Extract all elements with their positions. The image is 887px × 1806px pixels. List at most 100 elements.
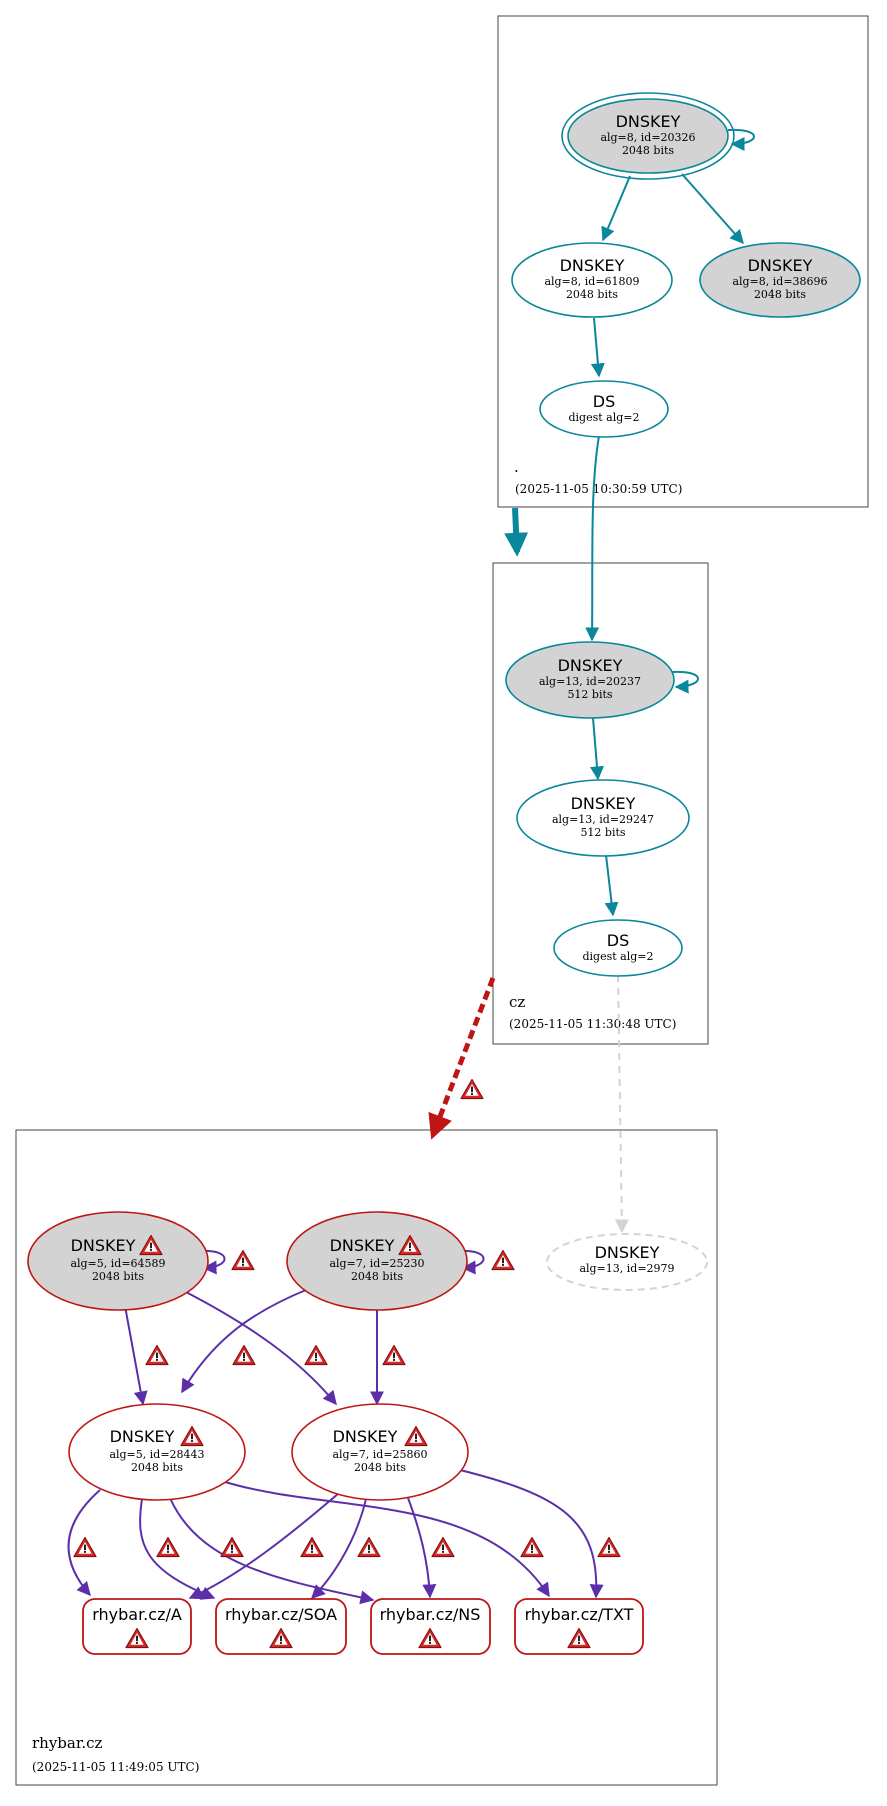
zone-rhybar-box [15,1129,718,1786]
rrset-soa[interactable]: rhybar.cz/SOA [215,1598,347,1655]
node-detail: 2048 bits [354,1461,406,1474]
node-cz-ds[interactable]: DS digest alg=2 [553,919,683,977]
edge-cz-ds-to-rhybar-missing [614,974,629,1234]
node-title: DNSKEY [330,1236,395,1255]
warning-icon [300,1536,324,1558]
warning-icon [304,1344,328,1366]
node-detail: alg=5, id=28443 [109,1448,204,1461]
zone-root: . (2025-11-05 10:30:59 UTC) [497,15,869,508]
rrset-label: rhybar.cz/SOA [225,1605,337,1624]
zone-cz-name: cz [509,993,525,1011]
warning-icon [231,1249,255,1271]
node-rh-z2[interactable]: DNSKEY alg=7, id=25860 2048 bits [291,1403,469,1501]
zone-root-timestamp: (2025-11-05 10:30:59 UTC) [515,482,682,496]
warning-icon [382,1344,406,1366]
node-detail: alg=13, id=2979 [579,1262,674,1275]
node-detail: 2048 bits [351,1270,403,1283]
node-root-ksk[interactable]: DNSKEY alg=8, id=20326 2048 bits [561,92,735,180]
warning-icon [597,1536,621,1558]
edge-rh-z2-to-ns [407,1497,437,1599]
node-detail: alg=8, id=61809 [544,275,639,288]
rrset-a[interactable]: rhybar.cz/A [82,1598,192,1655]
node-detail: 512 bits [580,826,625,839]
rrset-label: rhybar.cz/A [92,1605,182,1624]
zone-rhybar-name: rhybar.cz [32,1734,103,1752]
node-title: DNSKEY [333,1427,398,1446]
warning-icon [431,1536,455,1558]
node-rh-k1[interactable]: DNSKEY alg=5, id=64589 2048 bits [27,1211,209,1311]
edges-cz [428,670,699,1234]
node-detail: 2048 bits [566,288,618,301]
node-title: DNSKEY [616,112,681,131]
warning-icon [220,1536,244,1558]
node-detail: 2048 bits [754,288,806,301]
edge-delegation-cz-to-rhybar [428,977,496,1140]
edge-delegation-root-to-cz [504,507,529,557]
node-title: DNSKEY [558,656,623,675]
node-root-ds[interactable]: DS digest alg=2 [539,380,669,438]
edge-rh-z2-to-a [188,1492,340,1600]
zone-cz: cz (2025-11-05 11:30:48 UTC) [492,562,709,1045]
node-root-zsk[interactable]: DNSKEY alg=8, id=61809 2048 bits [511,242,673,318]
edge-rh-k1-self [199,1249,226,1275]
node-title: DNSKEY [595,1243,660,1262]
edge-rh-z1-to-a [67,1489,101,1597]
edge-rh-k2-self [458,1249,485,1275]
edge-cz-zsk-to-ds [604,854,619,917]
warning-icon [491,1249,515,1271]
edge-root-zsk-to-ds [590,317,605,378]
zone-root-name: . [514,458,519,476]
zone-cz-box [492,562,709,1045]
warning-icon [73,1536,97,1558]
edge-root-ksk-self [727,128,755,151]
edge-root-ds-to-cz-ksk [585,435,600,642]
node-title: DS [607,931,629,950]
edge-rh-z2-to-txt [459,1469,604,1599]
edge-rh-z1-to-ns [169,1497,375,1605]
node-cz-ksk[interactable]: DNSKEY alg=13, id=20237 512 bits [505,641,675,719]
rrset-txt[interactable]: rhybar.cz/TXT [514,1598,644,1655]
rrset-ns[interactable]: rhybar.cz/NS [370,1598,491,1655]
node-title: DNSKEY [560,256,625,275]
node-detail: 2048 bits [92,1270,144,1283]
rrset-label: rhybar.cz/TXT [525,1605,634,1624]
node-detail: 2048 bits [622,144,674,157]
node-title: DNSKEY [71,1236,136,1255]
edge-rh-z2-to-soa [311,1498,367,1599]
warning-icon [156,1536,180,1558]
node-detail: alg=5, id=64589 [70,1257,165,1270]
warning-icon [357,1536,381,1558]
node-title: DNSKEY [571,794,636,813]
warning-icon [232,1344,256,1366]
node-title: DNSKEY [110,1427,175,1446]
node-cz-zsk[interactable]: DNSKEY alg=13, id=29247 512 bits [516,779,690,857]
warning-icon [460,1078,484,1100]
edge-root-ksk-to-key3 [681,173,744,245]
node-detail: alg=13, id=20237 [539,675,641,688]
node-detail: digest alg=2 [582,950,653,963]
edge-rh-z1-to-txt [221,1480,550,1598]
edges-rhybar [67,1249,604,1605]
zone-rhybar-timestamp: (2025-11-05 11:49:05 UTC) [32,1760,199,1774]
warning-icon [145,1344,169,1366]
node-rh-z1[interactable]: DNSKEY alg=5, id=28443 2048 bits [68,1403,246,1501]
node-detail: 512 bits [567,688,612,701]
edge-rh-k1-to-z1 [124,1305,148,1406]
zone-root-box [497,15,869,508]
node-root-key3[interactable]: DNSKEY alg=8, id=38696 2048 bits [699,242,861,318]
node-rh-k2[interactable]: DNSKEY alg=7, id=25230 2048 bits [286,1211,468,1311]
node-detail: alg=8, id=20326 [600,131,695,144]
zone-rhybar: rhybar.cz (2025-11-05 11:49:05 UTC) [15,1129,718,1786]
node-detail: alg=7, id=25230 [329,1257,424,1270]
node-title: DNSKEY [748,256,813,275]
node-detail: digest alg=2 [568,411,639,424]
edge-rh-k2-to-z1 [181,1289,307,1394]
node-detail: alg=8, id=38696 [732,275,827,288]
edge-cz-ksk-to-zsk [589,717,604,781]
node-rh-missing-key[interactable]: DNSKEY alg=13, id=2979 [546,1233,708,1291]
edges-root [504,128,755,642]
node-detail: alg=7, id=25860 [332,1448,427,1461]
warning-icon [520,1536,544,1558]
edge-rh-k1-to-z2 [181,1289,337,1406]
